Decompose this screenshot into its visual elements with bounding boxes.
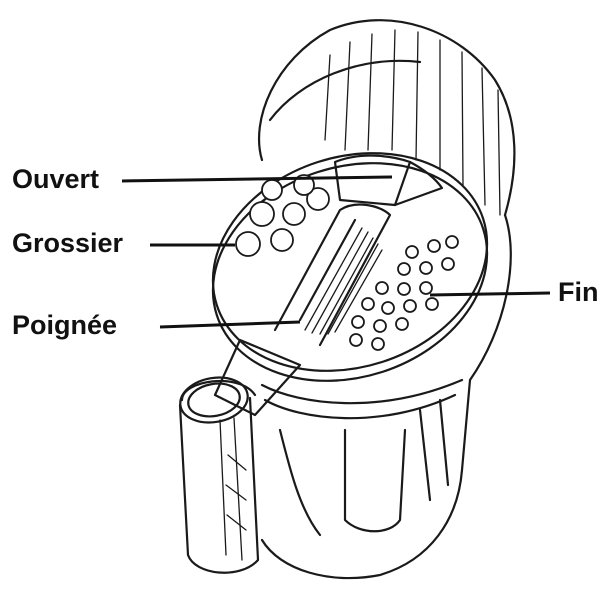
- label-fine: Fin: [558, 277, 599, 307]
- leader-open: [121, 175, 393, 183]
- label-handle: Poignée: [12, 310, 118, 340]
- shaker-handle: [178, 338, 302, 574]
- label-coarse: Grossier: [12, 228, 124, 258]
- leader-fine: [429, 291, 551, 297]
- leader-handle: [159, 320, 301, 329]
- shaker-body: [258, 19, 516, 580]
- shaker-lid: [211, 152, 489, 382]
- label-open: Ouvert: [12, 164, 100, 194]
